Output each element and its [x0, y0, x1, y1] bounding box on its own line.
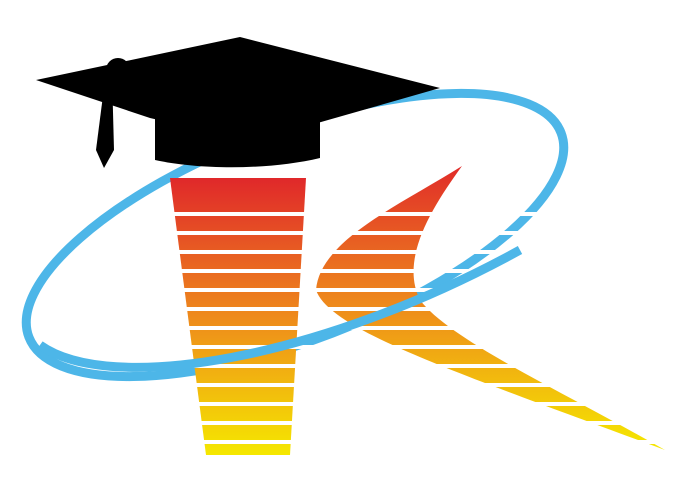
- stripe-gap: [160, 345, 677, 349]
- letter-k-swoosh: [316, 166, 665, 450]
- stripe-gap: [160, 212, 677, 216]
- stripe-gap: [160, 231, 677, 235]
- letter-i-bar: [170, 178, 306, 455]
- stripe-gap: [160, 250, 677, 254]
- tassel-icon: [96, 72, 114, 168]
- stripe-gap: [160, 326, 677, 330]
- stripe-gap: [160, 402, 677, 406]
- graduation-cap-icon: [36, 37, 440, 168]
- stripe-gap: [160, 440, 677, 444]
- stripe-gap: [160, 288, 677, 292]
- stripe-gap: [160, 383, 677, 387]
- ring-front: [37, 246, 523, 372]
- stripe-gap: [160, 269, 677, 273]
- stripe-gap: [160, 421, 677, 425]
- stripe-gap: [160, 364, 677, 368]
- stripe-gaps: [160, 212, 677, 444]
- stripe-gap: [160, 307, 677, 311]
